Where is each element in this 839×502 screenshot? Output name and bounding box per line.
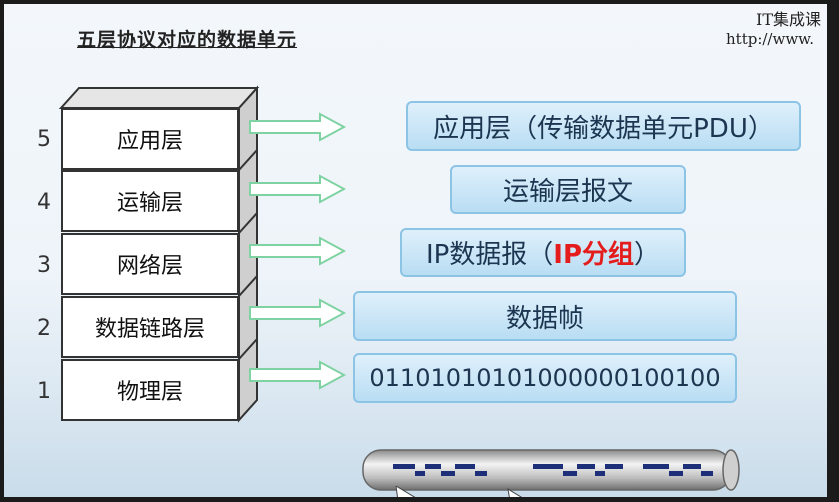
unit-box-transport: 运输层报文 [450, 165, 686, 214]
arrow-right-icon [248, 112, 348, 142]
layer-block-physical: 物理层 [61, 359, 239, 421]
layer-label: 运输层 [117, 185, 183, 217]
watermark-line1: IT集成课 [756, 6, 821, 30]
unit-box-physical: 01101010101000000100100 [353, 353, 737, 403]
mouse-cursor-icon [376, 486, 531, 497]
arrow-right-icon [248, 298, 348, 328]
layer-label: 应用层 [117, 123, 183, 155]
unit-label-network-highlight: IP分组 [553, 234, 634, 271]
layer-block-datalink: 数据链路层 [61, 296, 239, 358]
unit-box-datalink: 数据帧 [353, 291, 737, 341]
layer-label: 数据链路层 [95, 311, 205, 343]
layer-block-transport: 运输层 [61, 170, 239, 232]
arrow-right-icon [248, 360, 348, 390]
unit-label-network-suffix: ） [634, 234, 660, 271]
layer-label: 物理层 [117, 374, 183, 406]
unit-box-network: IP数据报（IP分组） [400, 228, 686, 277]
layer-block-network: 网络层 [61, 233, 239, 295]
unit-label-network-prefix: IP数据报（ [426, 234, 553, 271]
unit-box-application: 应用层（传输数据单元PDU） [406, 101, 801, 151]
unit-label-physical: 01101010101000000100100 [369, 364, 720, 392]
unit-label-transport: 运输层报文 [503, 171, 633, 208]
layer-label: 网络层 [117, 248, 183, 280]
unit-label-application: 应用层（传输数据单元PDU） [433, 108, 774, 145]
slide: 五层协议对应的数据单元 IT集成课 http://www. 5 4 3 2 1 … [4, 4, 827, 497]
watermark-line2: http://www. [726, 30, 814, 48]
unit-label-datalink: 数据帧 [506, 298, 584, 335]
arrow-right-icon [248, 174, 348, 204]
arrow-right-icon [248, 236, 348, 266]
layer-block-application: 应用层 [61, 108, 239, 170]
